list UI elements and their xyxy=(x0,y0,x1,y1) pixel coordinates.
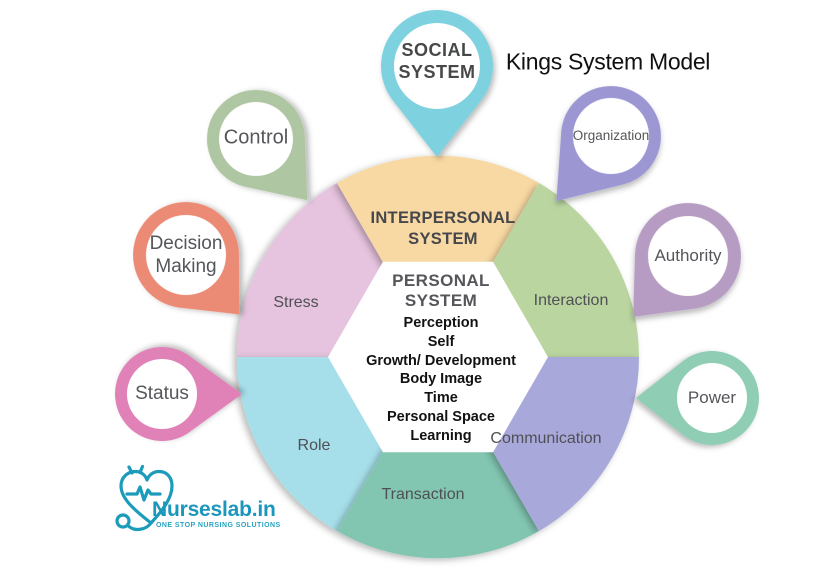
pin-social-system xyxy=(381,10,494,157)
pin-control-inner xyxy=(219,102,293,176)
stethoscope-earpieces xyxy=(127,464,145,475)
pin-organization-inner xyxy=(573,98,649,174)
logo-wordmark: Nurseslab.in xyxy=(152,498,276,521)
pin-power-inner xyxy=(677,363,747,433)
pin-social-inner xyxy=(394,23,480,109)
pin-organization xyxy=(556,86,661,202)
heart-outline xyxy=(119,469,174,525)
pin-status-inner xyxy=(127,359,197,429)
segment-interpersonal-wedge xyxy=(337,155,539,357)
pin-decision-making xyxy=(133,202,240,315)
pin-status xyxy=(114,347,242,441)
pin-authority xyxy=(633,203,741,317)
stethoscope-tube xyxy=(127,521,153,532)
heart-stethoscope-icon xyxy=(115,464,174,532)
stethoscope-chestpiece xyxy=(115,513,131,529)
pin-authority-inner xyxy=(648,216,728,296)
ecg-line xyxy=(125,485,162,502)
pin-decision-inner xyxy=(146,215,226,295)
segment-transaction-wedge xyxy=(337,357,539,559)
system-wheel xyxy=(236,155,640,559)
pin-power xyxy=(636,351,760,445)
pin-control xyxy=(206,90,308,201)
logo-tagline: ONE STOP NURSING SOLUTIONS xyxy=(156,522,281,529)
personal-system-hexagon xyxy=(328,261,548,453)
